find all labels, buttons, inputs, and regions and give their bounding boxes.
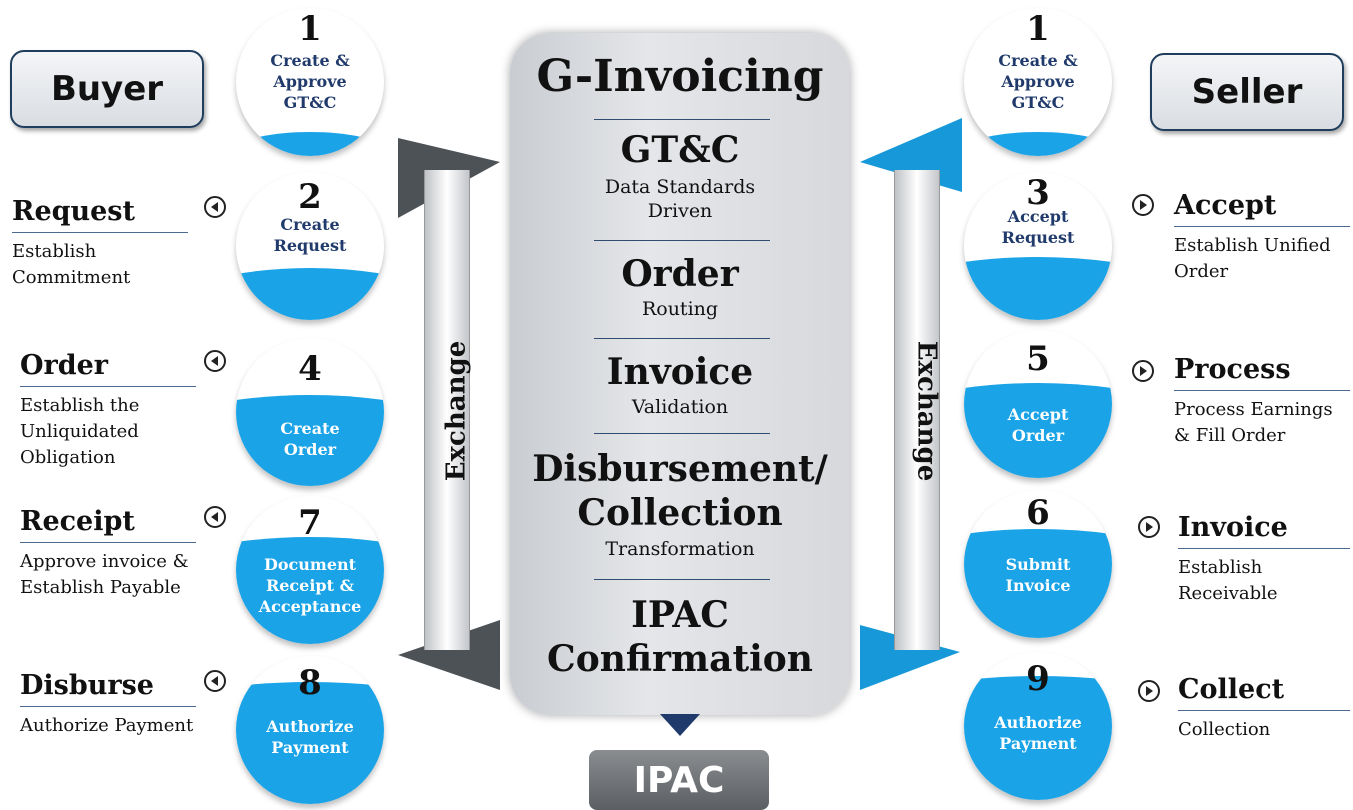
divider — [594, 119, 770, 120]
side-title: Request — [12, 196, 135, 227]
buyer-exchange-label: Exchange — [441, 340, 472, 482]
buyer-step-4-sphere: 4 Create Order — [236, 338, 384, 486]
seller-step-6-sphere: 6 Submit Invoice — [964, 490, 1112, 638]
side-title: Process — [1174, 354, 1291, 385]
side-desc: Authorize Payment — [20, 715, 194, 736]
side-desc: Collection — [1178, 719, 1271, 740]
section-sub: Transformation — [605, 538, 755, 560]
seller-box: Seller — [1150, 53, 1344, 131]
side-desc: Approve invoice & Establish Payable — [20, 551, 189, 598]
seller-accept-label: Accept Establish Unified Order — [1174, 190, 1350, 285]
step-number: 1 — [1026, 9, 1050, 49]
buyer-exchange-bottom-arrow — [398, 620, 500, 690]
seller-invoice-label: Invoice Establish Receivable — [1178, 512, 1350, 607]
side-desc: Establish Commitment — [12, 241, 131, 288]
buyer-box: Buyer — [10, 50, 204, 128]
divider — [1174, 226, 1350, 227]
ipac-label: IPAC — [633, 759, 725, 801]
side-title: Receipt — [20, 506, 135, 537]
step-text: Document Receipt & Acceptance — [258, 555, 362, 616]
step-text: Create & Approve GT&C — [998, 51, 1078, 112]
step-number: 6 — [1026, 493, 1050, 533]
side-desc: Establish the Unliquidated Obligation — [20, 395, 140, 468]
seller-step-5-sphere: 5 Accept Order — [964, 330, 1112, 478]
side-title: Order — [20, 350, 109, 381]
divider — [1178, 710, 1350, 711]
seller-process-label: Process Process Earnings & Fill Order — [1174, 354, 1350, 449]
step-number: 5 — [1026, 339, 1050, 379]
divider — [594, 579, 770, 580]
right-arrow-icon — [1138, 516, 1160, 538]
section-heading: Invoice — [606, 351, 754, 393]
left-arrow-icon — [204, 506, 226, 528]
section-heading: Order — [621, 253, 739, 295]
buyer-request-label: Request Establish Commitment — [12, 196, 188, 291]
step-text: Submit Invoice — [1005, 555, 1071, 595]
side-title: Invoice — [1178, 512, 1288, 543]
divider — [594, 338, 770, 339]
step-number: 4 — [298, 349, 322, 389]
right-arrow-icon — [1132, 360, 1154, 382]
step-text: Create Order — [280, 419, 340, 459]
section-heading: Disbursement/ Collection — [532, 448, 828, 534]
step-text: Accept Request — [1001, 207, 1075, 247]
side-desc: Process Earnings & Fill Order — [1174, 399, 1333, 446]
buyer-step-8-sphere: 8 Authorize Payment — [236, 656, 384, 804]
seller-label: Seller — [1191, 72, 1303, 112]
left-arrow-icon — [204, 196, 226, 218]
step-number: 9 — [1026, 659, 1050, 699]
side-desc: Establish Receivable — [1178, 557, 1278, 604]
divider — [1174, 390, 1350, 391]
side-desc: Establish Unified Order — [1174, 235, 1331, 282]
step-text: Authorize Payment — [266, 717, 354, 757]
down-arrow-icon — [660, 714, 700, 736]
g-invoicing-panel: G-Invoicing GT&C Data Standards Driven O… — [510, 33, 850, 715]
step-text: Create Request — [273, 215, 347, 255]
right-arrow-icon — [1132, 194, 1154, 216]
buyer-receipt-label: Receipt Approve invoice & Establish Paya… — [20, 506, 196, 601]
buyer-step-1-sphere: 1 Create & Approve GT&C — [236, 8, 384, 156]
seller-exchange-bottom-arrow — [860, 625, 960, 690]
side-title: Collect — [1178, 674, 1285, 705]
buyer-order-label: Order Establish the Unliquidated Obligat… — [20, 350, 196, 471]
step-number: 3 — [1026, 173, 1050, 213]
seller-exchange-label: Exchange — [911, 340, 942, 482]
divider — [594, 433, 770, 434]
buyer-exchange-column — [424, 170, 470, 650]
right-arrow-icon — [1138, 680, 1160, 702]
buyer-step-7-sphere: 7 Document Receipt & Acceptance — [236, 496, 384, 644]
divider — [20, 386, 196, 387]
divider — [12, 232, 188, 233]
step-number: 7 — [298, 503, 322, 543]
section-sub: Routing — [641, 298, 719, 320]
seller-step-3-sphere: 3 Accept Request — [964, 172, 1112, 320]
buyer-label: Buyer — [50, 69, 164, 109]
buyer-step-2-sphere: 2 Create Request — [236, 172, 384, 320]
seller-collect-label: Collect Collection — [1178, 674, 1350, 743]
step-text: Authorize Payment — [994, 713, 1082, 753]
section-heading: IPAC Confirmation — [547, 594, 813, 680]
step-text: Accept Order — [1007, 405, 1069, 445]
panel-title: G-Invoicing — [536, 51, 824, 102]
seller-step-9-sphere: 9 Authorize Payment — [964, 652, 1112, 800]
divider — [20, 542, 196, 543]
side-title: Disburse — [20, 670, 154, 701]
seller-step-1-sphere: 1 Create & Approve GT&C — [964, 8, 1112, 156]
divider — [20, 706, 196, 707]
side-title: Accept — [1174, 190, 1277, 221]
step-number: 1 — [298, 9, 322, 49]
step-text: Create & Approve GT&C — [270, 51, 350, 112]
step-number: 8 — [298, 663, 322, 703]
divider — [1178, 548, 1350, 549]
buyer-disburse-label: Disburse Authorize Payment — [20, 670, 196, 739]
section-heading: GT&C — [620, 129, 740, 171]
divider — [594, 240, 770, 241]
ipac-box: IPAC — [589, 750, 769, 810]
section-sub: Data Standards Driven — [604, 176, 756, 222]
left-arrow-icon — [204, 350, 226, 372]
step-number: 2 — [298, 177, 322, 217]
seller-exchange-column — [894, 170, 940, 650]
section-sub: Validation — [631, 396, 729, 418]
left-arrow-icon — [204, 670, 226, 692]
